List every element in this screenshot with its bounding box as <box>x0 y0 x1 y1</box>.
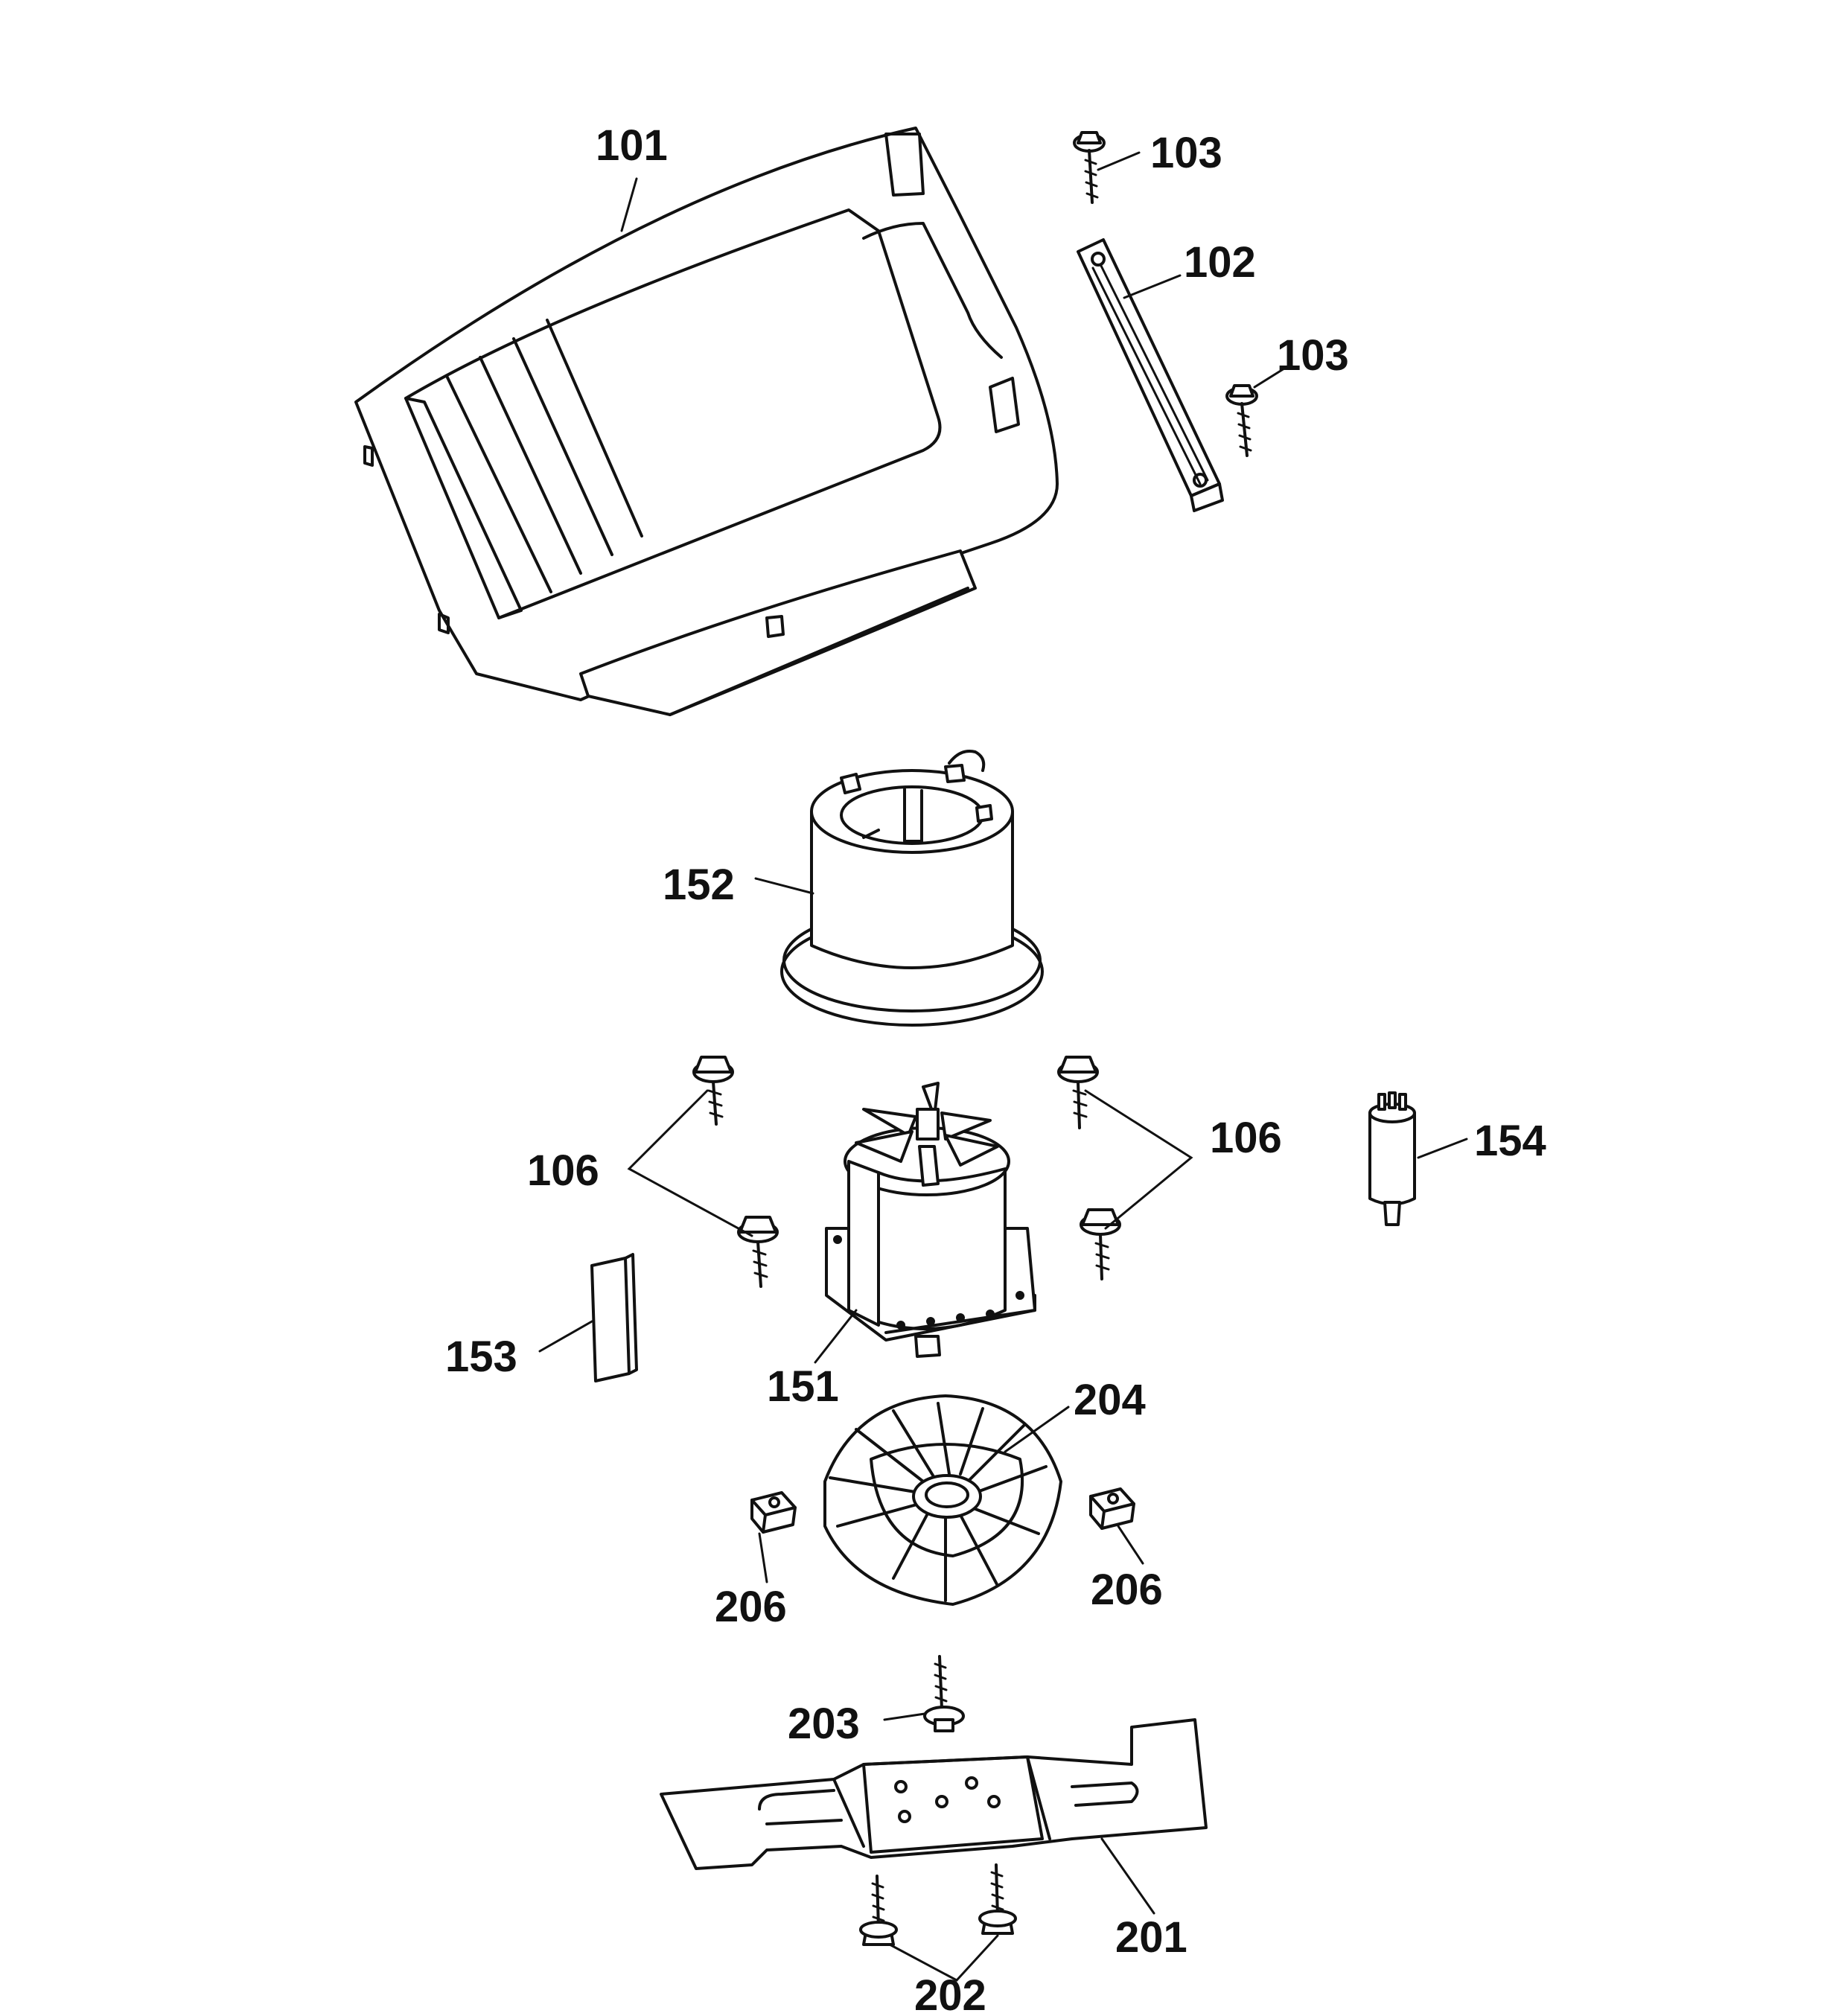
label-206-right: 206 <box>1091 1566 1163 1614</box>
label-202: 202 <box>914 1971 986 2016</box>
label-151: 151 <box>767 1362 839 1411</box>
label-201: 201 <box>1115 1913 1187 1962</box>
leader-lines <box>538 151 1468 1982</box>
part-152-motor-cover <box>780 750 1044 1027</box>
label-204: 204 <box>1074 1376 1146 1424</box>
part-201-blade <box>660 1718 1208 1870</box>
label-103-top: 103 <box>1150 129 1222 177</box>
label-103-right: 103 <box>1277 331 1349 380</box>
label-102: 102 <box>1184 238 1256 287</box>
label-152: 152 <box>663 861 735 909</box>
part-106-screw-lower-left <box>737 1216 779 1288</box>
part-204-fan <box>823 1394 1062 1606</box>
part-206-nut-left <box>750 1491 797 1534</box>
label-106-left: 106 <box>527 1146 599 1195</box>
part-202-bolt-left <box>859 1875 898 1946</box>
part-106-screw-upper-right <box>1057 1056 1099 1129</box>
part-202-bolt-right <box>978 1863 1017 1935</box>
part-106-screw-upper-left <box>692 1056 734 1126</box>
label-101: 101 <box>596 121 668 170</box>
part-154-capacitor <box>1368 1091 1416 1226</box>
part-103-screw-right <box>1225 384 1258 457</box>
part-151-motor <box>825 1082 1036 1358</box>
label-106-right: 106 <box>1210 1114 1282 1162</box>
part-206-nut-right <box>1089 1487 1135 1530</box>
callout-labels: 101 103 102 103 152 106 106 154 153 151 … <box>445 121 1546 2016</box>
label-153: 153 <box>445 1333 517 1381</box>
part-101-housing <box>354 127 1059 716</box>
label-203: 203 <box>788 1700 860 1748</box>
part-153-plate <box>590 1253 638 1382</box>
part-203-bolt <box>923 1655 965 1732</box>
label-154: 154 <box>1474 1117 1546 1165</box>
part-106-screw-lower-right <box>1080 1208 1121 1280</box>
part-102-bar <box>1077 238 1224 512</box>
label-206-left: 206 <box>715 1583 787 1631</box>
part-103-screw-top <box>1073 131 1106 204</box>
